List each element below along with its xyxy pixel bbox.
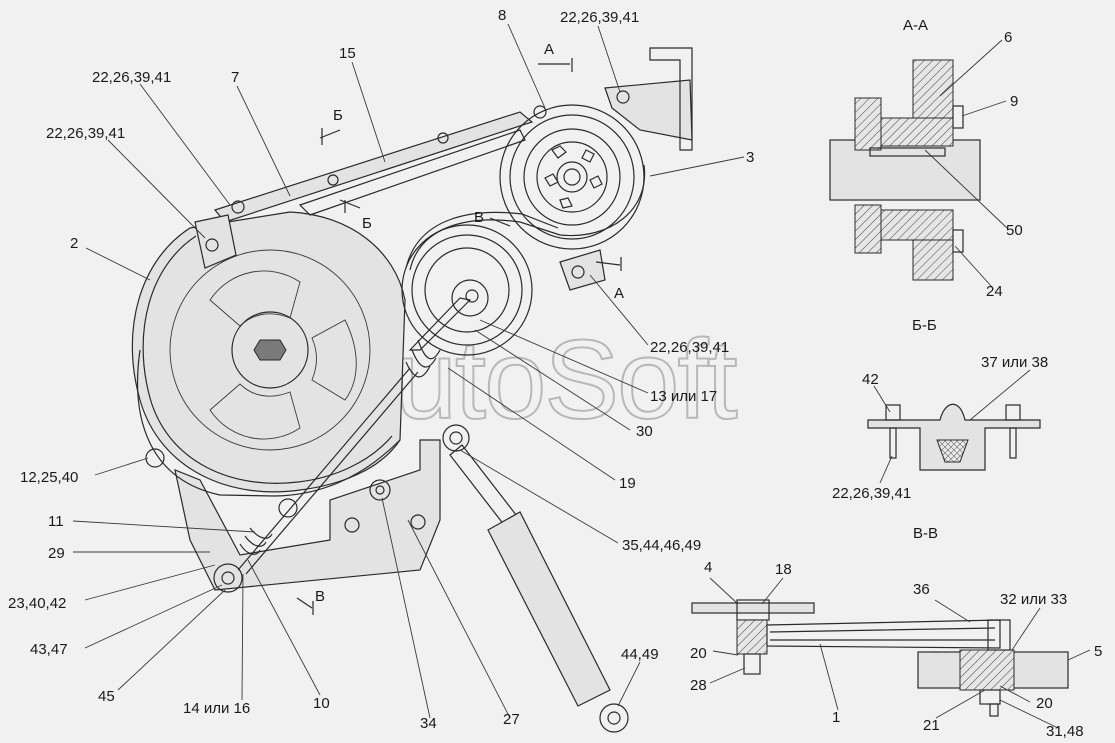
section-marks: А А Б Б В В	[315, 41, 624, 605]
callout-labels: 8 22,26,39,41 15 7 22,26,39,41 22,26,39,…	[8, 7, 1102, 740]
callout-bb-37-38: 37 или 38	[981, 354, 1048, 371]
callout-10: 10	[313, 695, 330, 712]
main-view	[131, 47, 693, 733]
callout-aa-24: 24	[986, 283, 1003, 300]
callout-3: 3	[746, 149, 754, 166]
callout-bb-42: 42	[862, 371, 879, 388]
callout-vv-31-48: 31,48	[1046, 723, 1084, 740]
section-vv	[691, 599, 1069, 717]
callout-2: 2	[70, 235, 78, 252]
callout-aa-50: 50	[1006, 222, 1023, 239]
callout-bb-fasteners: 22,26,39,41	[832, 485, 911, 502]
section-title-vv: В-В	[913, 525, 938, 542]
callout-27: 27	[503, 711, 520, 728]
callout-vv-4: 4	[704, 559, 712, 576]
leader-lines-bb	[873, 369, 1031, 484]
section-title-bb: Б-Б	[912, 317, 937, 334]
callout-vv-36: 36	[913, 581, 930, 598]
callout-aa-9: 9	[1010, 93, 1018, 110]
callout-vv-28: 28	[690, 677, 707, 694]
leader-lines-main	[72, 23, 745, 719]
section-mark-b-right: Б	[362, 215, 372, 232]
callout-top-right-fasteners: 22,26,39,41	[560, 9, 639, 26]
section-titles: А-А Б-Б В-В	[903, 17, 938, 542]
callout-43-47: 43,47	[30, 641, 68, 658]
section-mark-v-top: В	[474, 209, 484, 226]
callout-12-25-40: 12,25,40	[20, 469, 78, 486]
section-bb	[867, 403, 1041, 471]
callout-vv-32-33: 32 или 33	[1000, 591, 1067, 608]
section-mark-a-bottom: А	[614, 285, 624, 302]
section-aa	[829, 59, 981, 281]
section-mark-v-bottom: В	[315, 588, 325, 605]
callout-15: 15	[339, 45, 356, 62]
callout-vv-20b: 20	[1036, 695, 1053, 712]
callout-11: 11	[48, 513, 64, 530]
callout-left-fasteners: 22,26,39,41	[46, 125, 125, 142]
callout-23-40-42: 23,40,42	[8, 595, 66, 612]
callout-mid-fasteners: 22,26,39,41	[650, 339, 729, 356]
callout-aa-6: 6	[1004, 29, 1012, 46]
callout-vv-21: 21	[923, 717, 940, 734]
callout-35-44-46-49: 35,44,46,49	[622, 537, 701, 554]
callout-vv-20a: 20	[690, 645, 707, 662]
callout-8: 8	[498, 7, 506, 24]
callout-34: 34	[420, 715, 437, 732]
section-title-aa: А-А	[903, 17, 928, 34]
leader-lines-vv	[709, 577, 1091, 729]
callout-13-17: 13 или 17	[650, 388, 717, 405]
callout-29: 29	[48, 545, 65, 562]
section-mark-b-left: Б	[333, 107, 343, 124]
callout-44-49: 44,49	[621, 646, 659, 663]
callout-19: 19	[619, 475, 636, 492]
callout-30: 30	[636, 423, 653, 440]
callout-7: 7	[231, 69, 239, 86]
leader-lines-aa	[924, 39, 1008, 288]
section-mark-a-top: А	[544, 41, 554, 58]
callout-14-16: 14 или 16	[183, 700, 250, 717]
hub-nut	[253, 339, 287, 361]
callout-vv-5: 5	[1094, 643, 1102, 660]
callout-upper-left-fasteners: 22,26,39,41	[92, 69, 171, 86]
lower-bracket	[174, 439, 441, 591]
callout-vv-1: 1	[832, 709, 840, 726]
callout-vv-18: 18	[775, 561, 792, 578]
callout-45: 45	[98, 688, 115, 705]
